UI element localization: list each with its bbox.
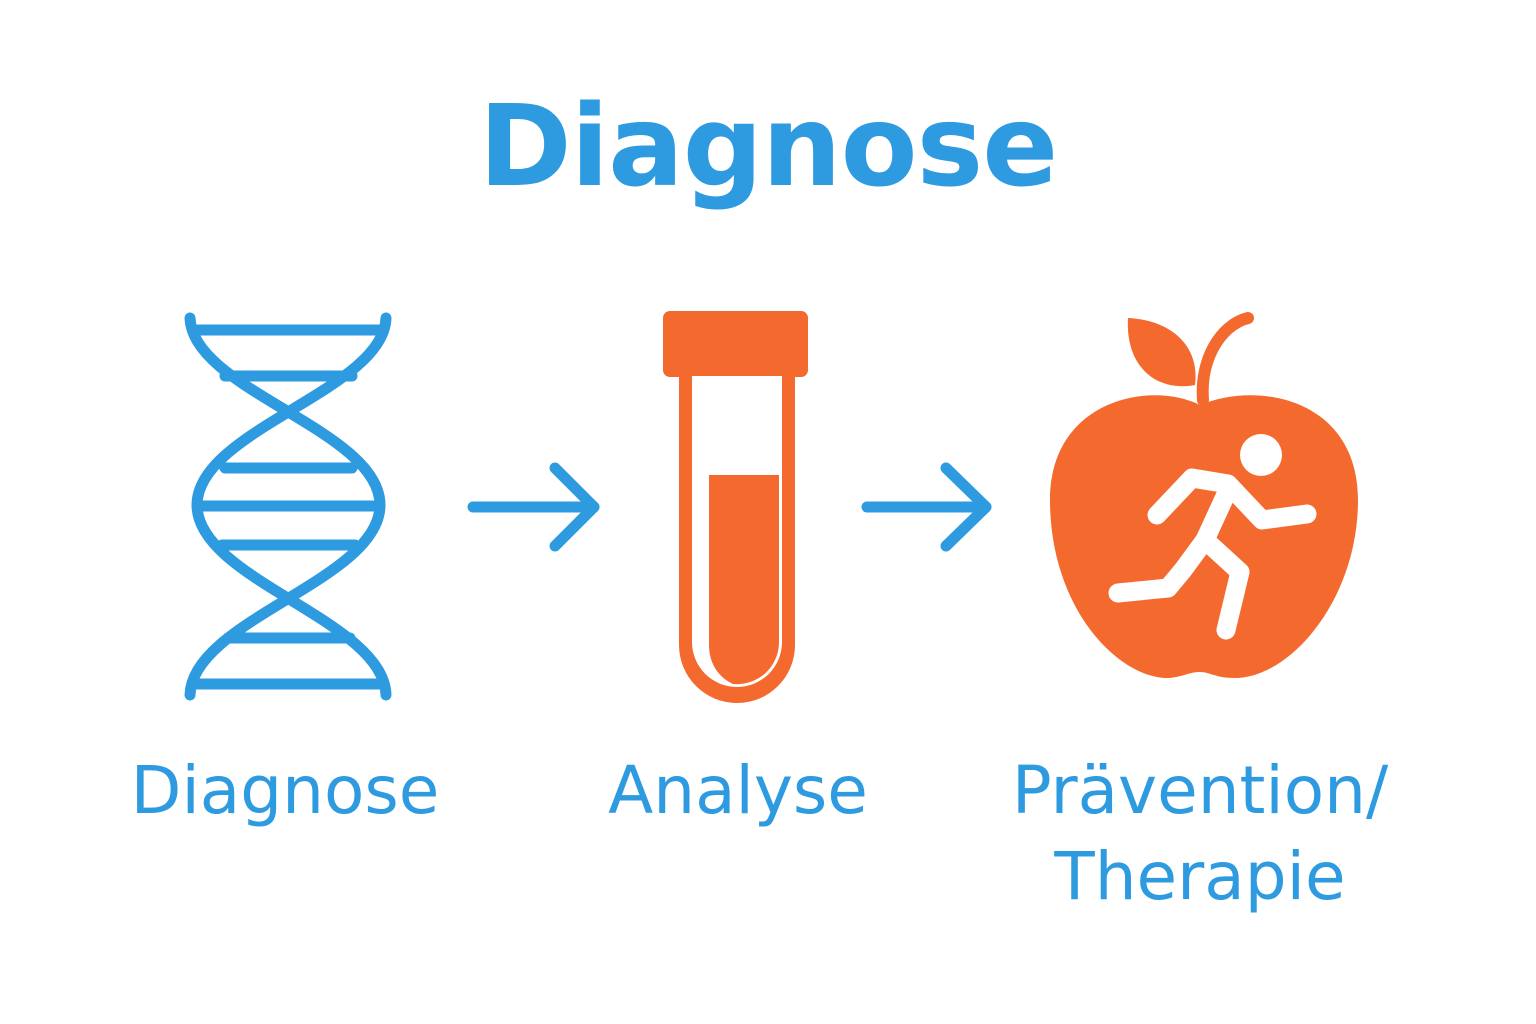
step-label-prevention: Prävention/ [1011, 752, 1389, 829]
step-label-diagnose: Diagnose [130, 752, 440, 829]
arrow-icon [861, 462, 992, 552]
dna-icon [184, 312, 392, 701]
test-tube-icon [663, 311, 808, 703]
arrow-icon [467, 462, 600, 552]
step-label-analyse: Analyse [608, 752, 868, 829]
diagram-title: Diagnose [478, 82, 1058, 212]
step-label-therapy: Therapie [1054, 838, 1346, 915]
apple-runner-icon [1050, 312, 1358, 679]
